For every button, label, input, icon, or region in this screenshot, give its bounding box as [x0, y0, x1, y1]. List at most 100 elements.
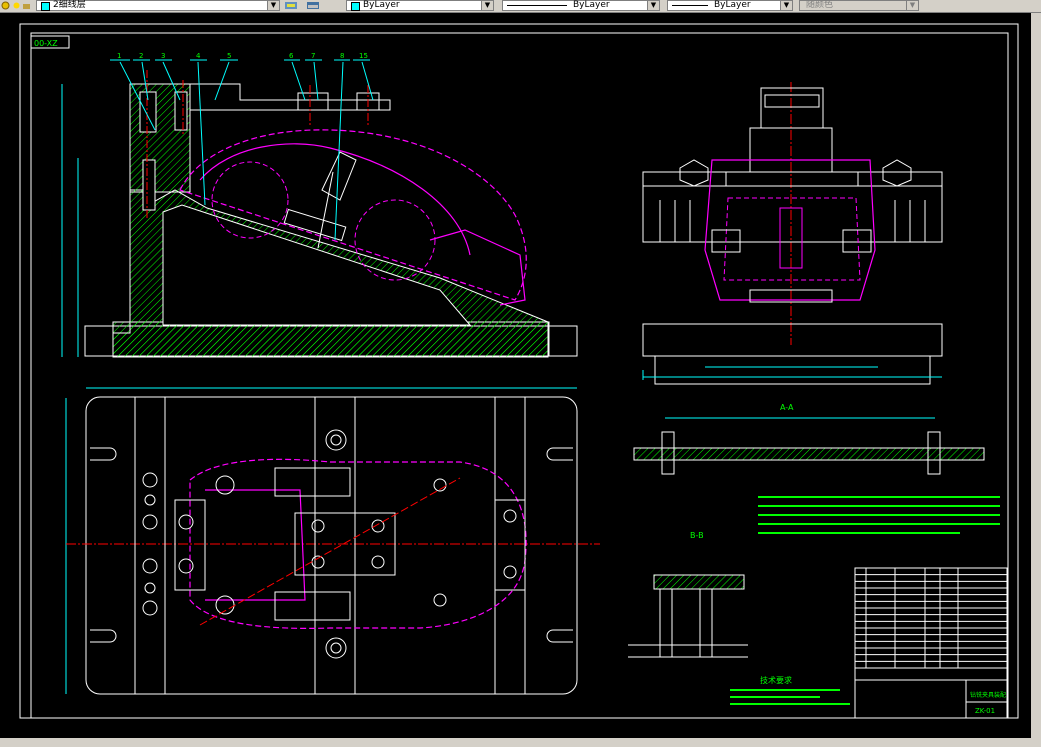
view-label: B-B [690, 531, 704, 540]
sun-icon[interactable] [12, 1, 21, 10]
workpiece-flange [429, 229, 526, 306]
color-value: ByLayer [363, 0, 400, 10]
left-support [174, 499, 206, 591]
notes-heading: 技术要求 [760, 675, 792, 685]
drawing-canvas[interactable]: 00-XZ [0, 13, 1041, 747]
side-ribs [659, 200, 926, 242]
layer-color-swatch [41, 2, 50, 11]
workpiece-top-detail [205, 489, 306, 601]
side-clamp [711, 229, 741, 253]
side-clamp [842, 229, 872, 253]
side-top-bar [642, 171, 943, 187]
section-bolt [661, 431, 675, 475]
clamp-stud [321, 151, 357, 201]
svg-text:1: 1 [117, 52, 121, 60]
side-view [642, 82, 943, 385]
rail [134, 396, 166, 695]
rail [314, 396, 356, 695]
chevron-down-icon: ▼ [906, 1, 918, 10]
svg-text:2: 2 [139, 52, 143, 60]
section-a-a: A-A [633, 403, 985, 475]
bolt-hole [142, 159, 156, 211]
chevron-down-icon[interactable]: ▼ [481, 1, 493, 10]
properties-toolbar: 2细线层 ▼ ByLayer ▼ ByLayer ▼ ByLayer ▼ 随颜色… [0, 0, 1041, 13]
chevron-down-icon[interactable]: ▼ [267, 1, 279, 10]
parts-rows [855, 574, 1007, 662]
hex-nut-icon [882, 159, 912, 187]
slot-holes [90, 447, 573, 643]
horizontal-scrollbar[interactable] [0, 738, 1041, 747]
workpiece-arc [199, 143, 471, 256]
top-block [760, 87, 824, 129]
rail [494, 396, 526, 695]
lineweight-sample [672, 5, 708, 6]
stud-shaft [317, 171, 334, 249]
plotstyle-value: 随颜色 [806, 0, 834, 10]
color-dropdown[interactable]: ByLayer ▼ [346, 0, 494, 11]
section-label: A-A [780, 403, 794, 412]
parts-list: 钻铣夹具装配 ZK-01 [854, 567, 1008, 719]
title-block-name: 钻铣夹具装配 [970, 691, 1006, 699]
vertical-scrollbar[interactable] [1031, 13, 1041, 738]
notes-text-lines [730, 496, 1000, 705]
lineweight-value: ByLayer [714, 0, 751, 10]
section-plate [633, 447, 985, 461]
right-support [494, 499, 526, 591]
hex-nut-icon [679, 159, 709, 187]
bolt-hole [139, 91, 157, 133]
plotstyle-dropdown: 随颜色 ▼ [799, 0, 919, 11]
lock-icon[interactable] [22, 1, 31, 10]
svg-text:6: 6 [289, 52, 294, 60]
svg-text:4: 4 [196, 52, 201, 60]
linetype-sample [507, 5, 567, 6]
center-block [294, 512, 396, 576]
linetype-dropdown[interactable]: ByLayer ▼ [502, 0, 660, 11]
front-view: 1 2 3 4 5 6 7 8 15 [61, 52, 578, 358]
title-block-drawing-no: ZK-01 [975, 707, 995, 715]
stamp-text: 00-XZ [34, 39, 58, 48]
layer-state-icon[interactable] [1, 1, 10, 10]
chevron-down-icon[interactable]: ▼ [780, 1, 792, 10]
side-foot [654, 355, 931, 385]
color-swatch [351, 2, 360, 11]
clamp-plate [283, 208, 347, 242]
linetype-value: ByLayer [573, 0, 610, 10]
section-bolt [927, 431, 941, 475]
svg-text:5: 5 [227, 52, 231, 60]
workpiece-side [704, 159, 876, 301]
parts-list-frame [854, 567, 1008, 719]
detail-plate [653, 574, 745, 590]
top-block-detail [764, 94, 820, 108]
side-body [642, 127, 943, 243]
side-locator [749, 289, 833, 303]
detail-view: B-B [628, 531, 748, 658]
top-clamp [274, 591, 351, 621]
svg-text:8: 8 [340, 52, 344, 60]
stamp-box [30, 35, 70, 49]
leader-lines [110, 59, 374, 241]
workpiece-slot [779, 207, 803, 269]
detail-post [659, 588, 673, 658]
bolt-hole [174, 91, 188, 131]
make-layer-current-icon[interactable] [284, 1, 298, 10]
layer-previous-icon[interactable] [306, 1, 320, 10]
section-line [199, 477, 461, 626]
leader-numbers: 1 2 3 4 5 6 7 8 15 [117, 52, 368, 60]
lineweight-dropdown[interactable]: ByLayer ▼ [667, 0, 793, 11]
layer-name: 2细线层 [53, 0, 86, 10]
layer-dropdown[interactable]: 2细线层 ▼ [36, 0, 280, 11]
workpiece-bore [354, 199, 436, 281]
inner-border [30, 32, 1009, 719]
body-cavity [162, 204, 472, 326]
top-view [65, 387, 600, 695]
workpiece-bore [211, 161, 289, 239]
technical-notes: 技术要求 [730, 496, 1000, 705]
svg-text:3: 3 [161, 52, 165, 60]
chevron-down-icon[interactable]: ▼ [647, 1, 659, 10]
detail-post [699, 588, 713, 658]
svg-text:15: 15 [359, 52, 368, 60]
svg-text:7: 7 [311, 52, 315, 60]
workpiece-side-hidden [723, 197, 861, 281]
side-base [642, 323, 943, 357]
top-clamp [274, 467, 351, 497]
